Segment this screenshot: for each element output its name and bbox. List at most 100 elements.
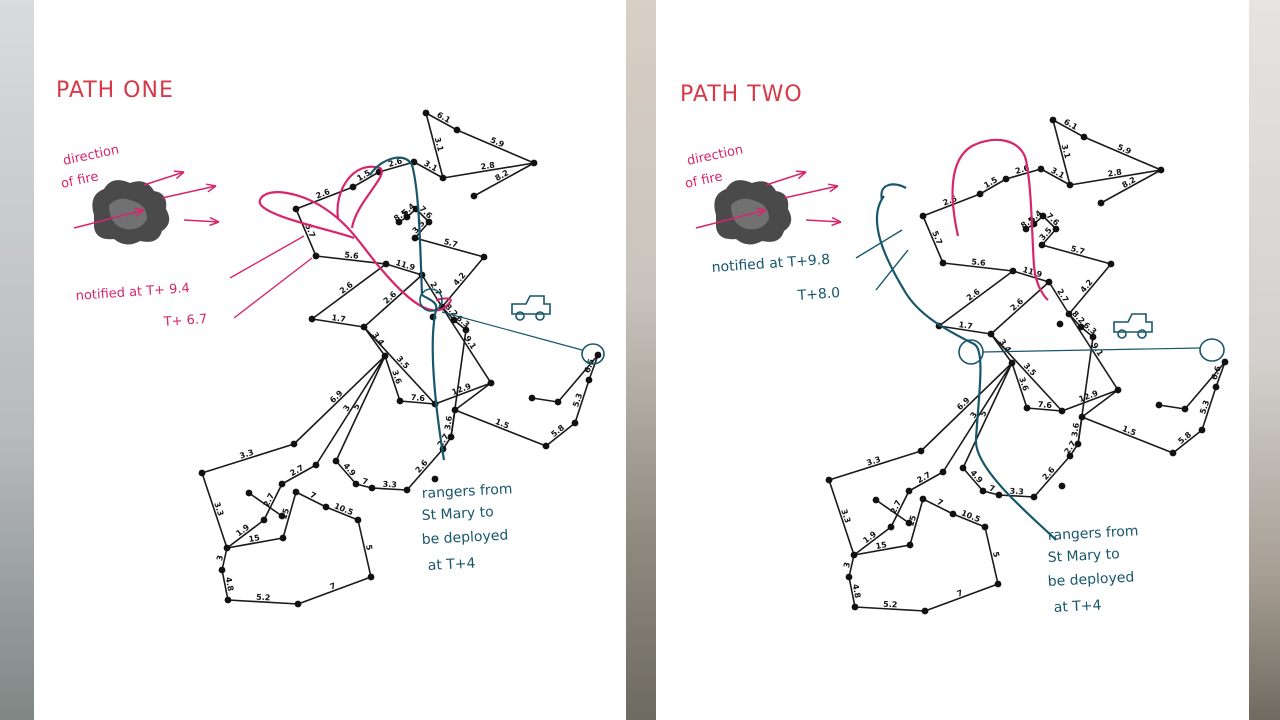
edge-distance-label: 3.3 <box>1009 487 1024 497</box>
rangers-note: St Mary to <box>421 504 494 524</box>
edge-distance-label: 6.9 <box>328 388 345 405</box>
junction-node <box>979 487 987 495</box>
road-segment <box>1033 455 1071 498</box>
junction-node <box>294 600 302 608</box>
edge-distance-label: 2.6 <box>1041 465 1057 482</box>
junction-node <box>995 491 1003 499</box>
junction-node <box>290 440 298 448</box>
road-segment <box>1158 404 1186 410</box>
junction-node <box>368 484 376 492</box>
edge-distance-label: 5 <box>364 544 374 552</box>
junction-node <box>198 469 206 477</box>
edge-distance-label: 3.4 <box>370 330 386 347</box>
junction-node <box>594 351 602 359</box>
road-segment <box>1184 361 1226 410</box>
edge-distance-label: 3.3 <box>382 480 397 490</box>
road-segment <box>1012 270 1050 283</box>
edge-distance-label: 5.8 <box>1176 430 1193 446</box>
junction-node <box>395 218 403 226</box>
road-segment <box>414 221 430 239</box>
junction-node <box>1056 320 1064 328</box>
edge-distance-label: 6.4 <box>1027 208 1044 224</box>
edge-distance-label: 3.3 <box>212 501 225 517</box>
road-segment <box>1052 119 1071 186</box>
junction-node <box>921 607 929 615</box>
road-segment <box>1011 362 1028 409</box>
road-segment <box>315 355 386 466</box>
road-segment <box>909 498 924 546</box>
junction-node <box>1169 449 1177 457</box>
road-segment <box>311 263 387 320</box>
road-segment <box>399 400 436 405</box>
background-strip-right <box>1249 0 1280 720</box>
notify-arrow <box>855 229 903 259</box>
road-segment <box>557 354 599 403</box>
fire-direction-arrow <box>805 219 842 223</box>
junction-node <box>403 486 411 494</box>
junction-node <box>411 234 419 242</box>
road-segment <box>295 186 354 210</box>
edge-distance-label: 15 <box>279 507 291 521</box>
edge-distance-label: 3.3 <box>866 455 882 468</box>
junction-node <box>278 512 286 520</box>
edge-distance-label: 5.6 <box>971 257 987 268</box>
edge-distance-label: 7.6 <box>410 393 425 403</box>
junction-node <box>919 495 927 503</box>
road-segment <box>1081 389 1119 418</box>
junction-node <box>1155 401 1163 409</box>
edge-distance-label: 6.3 <box>1082 321 1099 337</box>
truck-wheel-icon <box>535 311 545 321</box>
edge-distance-label: 1.5 <box>1121 424 1138 438</box>
road-segment <box>1052 119 1085 138</box>
road-segment <box>282 491 297 539</box>
fire-path-highlight <box>258 191 452 312</box>
junction-node <box>959 464 967 472</box>
junction-node <box>994 580 1002 588</box>
junction-node <box>1212 383 1220 391</box>
road-segment <box>450 329 467 438</box>
panel-title: PATH ONE <box>56 78 174 103</box>
road-segment <box>425 112 444 179</box>
road-segment <box>454 382 492 411</box>
junction-node <box>279 534 287 542</box>
junction-node <box>530 159 538 167</box>
fire-path-highlight <box>951 138 1049 301</box>
edge-distance-label: 2.6 <box>338 280 355 296</box>
rangers-note: be deployed <box>421 527 508 548</box>
road-segment <box>1041 228 1057 246</box>
junction-node <box>1065 310 1073 318</box>
arrowhead-icon <box>206 183 217 193</box>
edge-distance-label: 3.3 <box>839 508 852 524</box>
truck-wheel-icon <box>515 311 525 321</box>
junction-node <box>981 523 989 531</box>
edge-distance-label: 7 <box>361 477 369 487</box>
road-segment <box>442 162 535 179</box>
road-segment <box>335 460 357 485</box>
junction-node <box>278 480 286 488</box>
edge-distance-label: 5.2 <box>883 600 898 610</box>
notified-label-second: T+8.0 <box>796 285 841 304</box>
background-strip-middle <box>626 0 656 720</box>
road-segment <box>248 492 283 517</box>
edge-distance-label: 3 <box>968 410 979 420</box>
road-segment <box>293 355 386 445</box>
junction-node <box>245 489 253 497</box>
junction-node <box>1114 386 1122 394</box>
junction-node <box>431 475 439 483</box>
road-segment <box>922 193 981 217</box>
junction-node <box>381 352 389 360</box>
road-segment <box>828 479 855 556</box>
road-segment <box>454 409 547 447</box>
junction-node <box>352 480 360 488</box>
road-segment <box>456 129 535 164</box>
edge-distance-label: 5.3 <box>571 392 584 408</box>
edge-distance-label: 7 <box>956 588 964 598</box>
junction-node <box>396 397 404 405</box>
edge-distance-label: 4.9 <box>968 468 984 485</box>
road-segment <box>384 355 401 402</box>
junction-node <box>1022 225 1030 233</box>
road-segment <box>363 274 423 328</box>
edge-distance-label: 5 <box>991 551 1001 559</box>
edge-distance-label: 2.8 <box>1107 167 1123 178</box>
